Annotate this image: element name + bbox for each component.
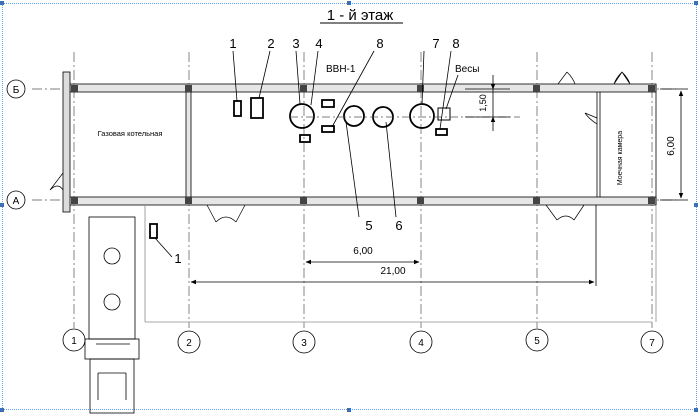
- room-washroom: Моечная камера: [617, 131, 624, 185]
- label-8-right: 8: [452, 36, 459, 51]
- axis-bubble-2: 2: [177, 330, 201, 354]
- dimension-1-50-label: 1,50: [478, 94, 488, 112]
- label-5: 5: [365, 218, 372, 233]
- axis-label-1: 1: [71, 336, 77, 347]
- label-6: 6: [395, 218, 402, 233]
- selection-handle[interactable]: [0, 408, 4, 412]
- room-boiler: Газовая котельная: [98, 129, 163, 138]
- selection-handle[interactable]: [694, 203, 698, 207]
- equipment: [149, 97, 451, 239]
- axis-label-3: 3: [301, 338, 307, 349]
- axis-label-b: Б: [13, 85, 20, 96]
- axis-label-5: 5: [534, 336, 540, 347]
- axis-bubble-7: 7: [640, 330, 664, 354]
- extension-outline: [144, 205, 657, 323]
- columns: [71, 85, 655, 204]
- leader-lines: [154, 50, 459, 258]
- axis-bubble-3: 3: [292, 330, 316, 354]
- label-scale: Весы: [455, 64, 479, 75]
- axis-label-2: 2: [186, 338, 192, 349]
- axis-label-7: 7: [649, 338, 655, 349]
- axis-bubble-a: А: [6, 190, 26, 210]
- axis-bubble-b: Б: [6, 79, 26, 99]
- dimension-6-00-vertical-label: 6,00: [666, 136, 677, 156]
- label-2: 2: [267, 36, 274, 51]
- building-walls: [62, 71, 657, 213]
- selection-handle[interactable]: [0, 203, 4, 207]
- axis-bubble-1: 1: [62, 328, 86, 352]
- doors: [49, 71, 631, 223]
- dimension-1-50: [465, 75, 510, 131]
- dimension-6-00-horizontal-label: 6,00: [353, 246, 373, 257]
- label-4: 4: [315, 36, 322, 51]
- label-vvn: ВВН-1: [326, 64, 356, 75]
- label-3: 3: [292, 36, 299, 51]
- selection-handle[interactable]: [694, 1, 698, 5]
- label-1-outside: 1: [174, 251, 181, 266]
- label-8-left: 8: [376, 36, 383, 51]
- axis-label-4: 4: [418, 338, 424, 349]
- label-7: 7: [432, 36, 439, 51]
- dimension-6-00-vertical: [660, 88, 688, 201]
- selection-handle[interactable]: [347, 408, 351, 412]
- truck: [84, 216, 140, 414]
- axis-bubble-5: 5: [525, 328, 549, 352]
- dimension-21-00-label: 21,00: [380, 266, 405, 277]
- axis-bubble-4: 4: [409, 330, 433, 354]
- selection-handle[interactable]: [0, 1, 4, 5]
- label-1: 1: [229, 36, 236, 51]
- selection-handle[interactable]: [347, 1, 351, 5]
- selection-handle[interactable]: [694, 408, 698, 412]
- axis-label-a: А: [13, 196, 20, 207]
- plan-title: 1 - й этаж: [327, 7, 394, 24]
